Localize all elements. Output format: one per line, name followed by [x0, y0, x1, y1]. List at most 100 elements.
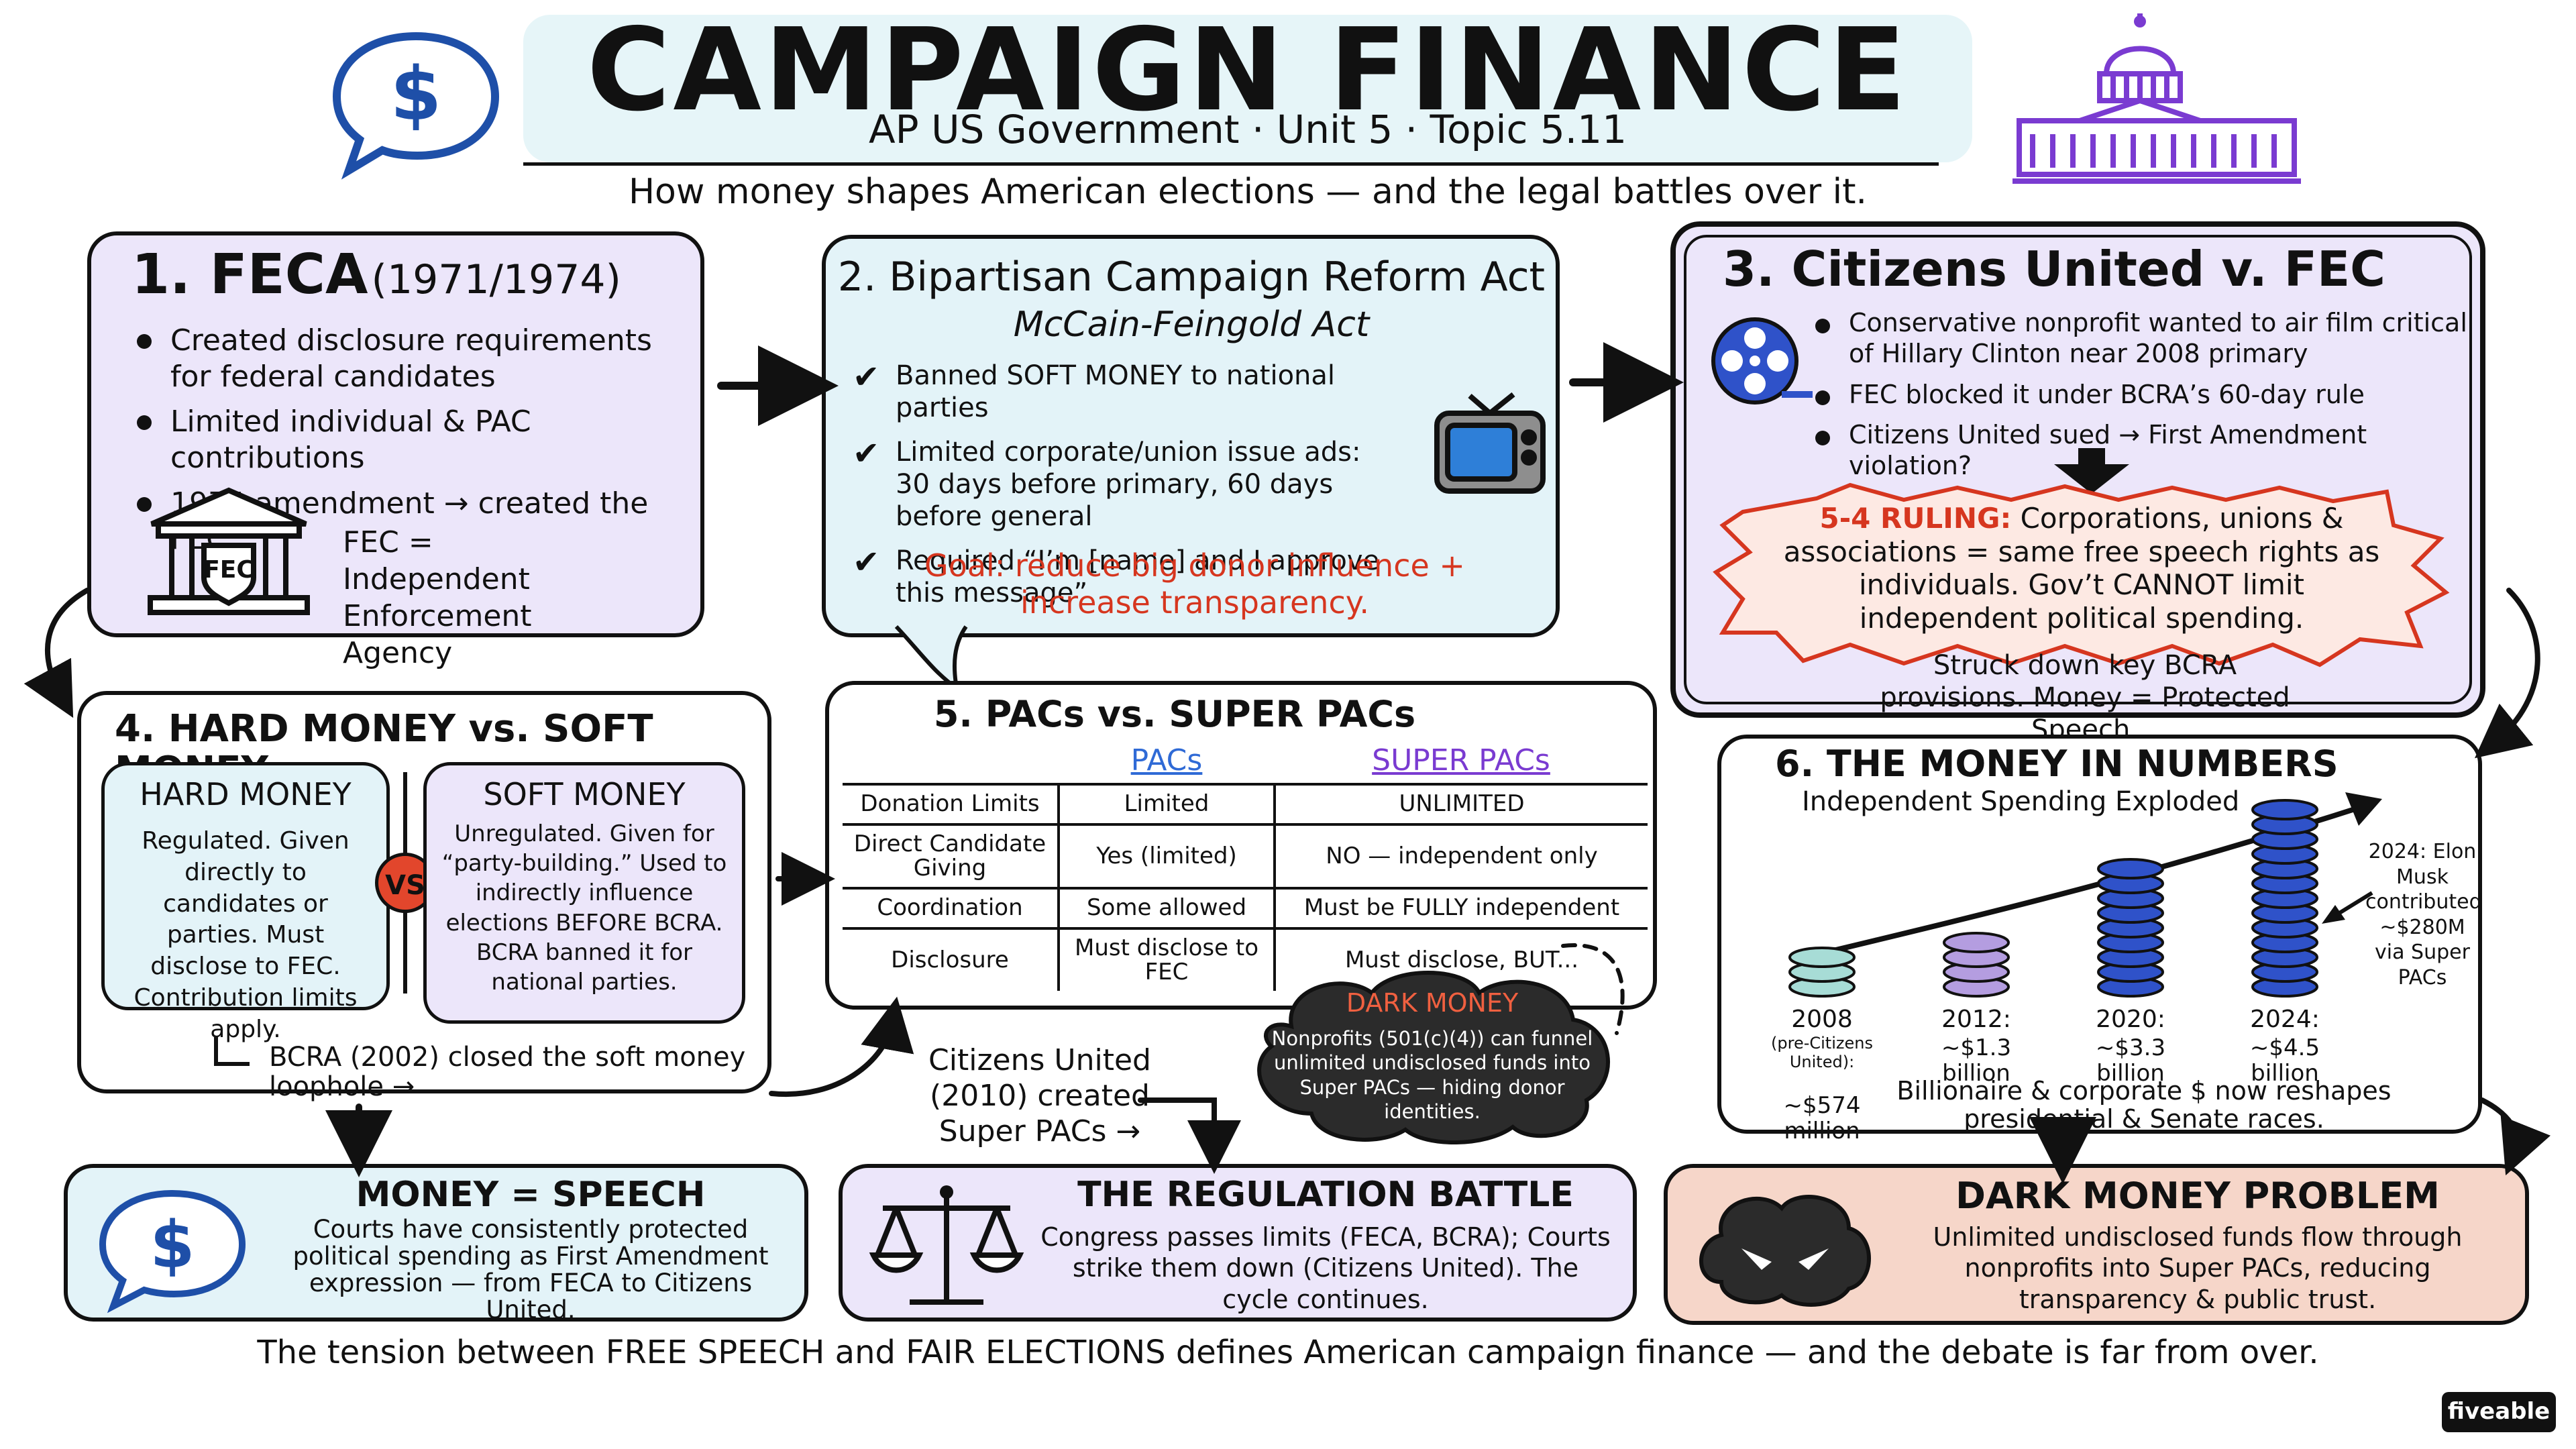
list-item: Limited corporate/union issue ads: 30 da… — [853, 435, 1403, 533]
dark-money-title: DARK MONEY — [1346, 988, 1519, 1018]
bcra-subheading: McCain-Feingold Act — [1013, 305, 1370, 345]
money-speech-card: $ MONEY = SPEECH Courts have consistentl… — [64, 1164, 808, 1324]
row-label: Coordination — [843, 887, 1060, 928]
ruling-arrow — [2051, 448, 2132, 495]
film-reel-icon — [1708, 314, 1815, 421]
feca-card: 1. FECA (1971/1974) Created disclosure r… — [87, 231, 704, 670]
feca-heading-num: 1. FECA — [131, 243, 368, 307]
category-label: 2008 — [1791, 1006, 1853, 1033]
bcra-goal: Goal: reduce big donor influence + incre… — [924, 547, 1465, 621]
feca-heading-years: (1971/1974) — [371, 256, 621, 303]
hard-soft-card: 4. HARD MONEY vs. SOFT MONEY HARD MONEY … — [77, 691, 771, 1102]
citizens-inner-frame — [1684, 235, 2472, 704]
row-label: Disclosure — [843, 926, 1060, 991]
arrow-numbers-to-darkproblem — [2479, 1097, 2551, 1176]
dark-cloud-icon — [1695, 1188, 1876, 1309]
money-chart: 2008(pre-CitizensUnited):~$574million201… — [1771, 792, 2382, 1144]
row-label: Direct Candidate Giving — [843, 822, 1060, 889]
category-note: (pre-Citizens — [1771, 1034, 1873, 1053]
money-speech-text: Courts have consistently protected polit… — [292, 1215, 769, 1324]
dark-money-cloud — [1244, 966, 1620, 1147]
row-label: Donation Limits — [843, 783, 1060, 824]
brand-logo: fiveable — [2442, 1392, 2556, 1432]
regulation-battle-card: THE REGULATION BATTLE Congress passes li… — [839, 1164, 1637, 1322]
page-title: CAMPAIGN FINANCE — [586, 4, 1909, 137]
super-pacs-column-header: SUPER PACs — [1372, 743, 1550, 777]
regulation-battle-text: Congress passes limits (FECA, BCRA); Cou… — [1040, 1222, 1611, 1314]
list-item: Banned SOFT MONEY to national parties — [853, 358, 1403, 424]
hard-soft-footer: BCRA (2002) closed the soft money loopho… — [269, 1042, 746, 1102]
pac-cell: Must disclose to FEC — [1059, 926, 1276, 991]
value-label: ~$574 — [1783, 1092, 1860, 1119]
table-row: Direct Candidate Giving Yes (limited) NO… — [843, 822, 1648, 889]
arrow-feca-to-hardsoft — [23, 588, 90, 718]
super-pac-cell: UNLIMITED — [1275, 783, 1648, 824]
dark-money-text: Nonprofits (501(c)(4)) can funnel unlimi… — [1271, 1027, 1593, 1123]
list-item: Required “I’m [name] and I approve this … — [853, 543, 1403, 609]
table-row: Coordination Some allowed Must be FULLY … — [843, 887, 1648, 928]
bar-coin-stack — [2097, 858, 2164, 998]
pac-cell: Yes (limited) — [1059, 822, 1276, 889]
soft-money-panel: SOFT MONEY Unregulated. Given for “party… — [423, 762, 745, 1024]
dollar-speech-bubble-icon: $ — [329, 27, 503, 180]
list-item: Created disclosure requirements for fede… — [131, 323, 682, 394]
regulation-battle-title: THE REGULATION BATTLE — [1077, 1175, 1574, 1215]
fec-note: FEC = Independent Enforcement Agency — [343, 525, 532, 670]
value-label: ~$1.3 — [1941, 1034, 2011, 1061]
page-tagline: How money shapes American elections — an… — [628, 172, 1868, 212]
hard-soft-footer-hook — [212, 1037, 252, 1071]
television-icon — [1433, 392, 1547, 500]
arrow-disclosure-to-dark — [1561, 943, 1625, 1035]
hard-money-text: Regulated. Given directly to candidates … — [133, 827, 358, 1043]
value-label: billion — [2096, 1060, 2165, 1087]
arrow-loophole-to-pacs — [769, 996, 914, 1097]
ruling-text: 5-4 RULING: Corporations, unions & assoc… — [1783, 502, 2380, 635]
value-label: billion — [1942, 1060, 2010, 1087]
dark-money-problem-text: Unlimited undisclosed funds flow through… — [1933, 1222, 2463, 1314]
scales-of-justice-icon — [869, 1181, 1024, 1316]
bar-coin-stack — [1788, 947, 1856, 998]
hard-money-panel: HARD MONEY Regulated. Given directly to … — [101, 762, 390, 1043]
numbers-footer: Billionaire & corporate $ now reshapes p… — [1896, 1076, 2392, 1134]
bar-coin-stack — [1943, 932, 2010, 998]
conclusion-text: The tension between FREE SPEECH and FAIR… — [257, 1334, 2319, 1371]
ruling-label: 5-4 RULING: — [1819, 502, 2012, 535]
svg-text:$: $ — [150, 1208, 195, 1283]
value-label: million — [1784, 1118, 1860, 1144]
dollar-speech-bubble-icon: $ — [95, 1187, 249, 1313]
pacs-table-wrap: PACs SUPER PACs Donation Limits Limited … — [843, 739, 1648, 991]
svg-text:$: $ — [390, 51, 442, 137]
title-banner — [523, 15, 1972, 162]
pac-cell: Some allowed — [1059, 887, 1276, 928]
citizens-united-card: 3. Citizens United v. FEC Conservative n… — [1670, 221, 2485, 745]
bar-coin-stack — [2251, 799, 2318, 998]
category-label: 2024: — [2250, 1006, 2320, 1033]
citizens-united-note: Citizens United (2010) created Super PAC… — [928, 1043, 1151, 1148]
value-label: ~$4.5 — [2250, 1034, 2320, 1061]
soft-money-title: SOFT MONEY — [483, 776, 686, 812]
soft-money-text: Unregulated. Given for “party-building.”… — [441, 820, 727, 996]
courthouse-icon: FEC — [145, 484, 313, 618]
pac-cell: Limited — [1059, 783, 1276, 824]
bcra-checklist: Banned SOFT MONEY to national parties Li… — [853, 358, 1403, 621]
pacs-table: PACs SUPER PACs Donation Limits Limited … — [843, 739, 1648, 991]
numbers-heading: 6. THE MONEY IN NUMBERS — [1775, 743, 2339, 785]
citizens-bullets: Conservative nonprofit wanted to air fil… — [1810, 307, 2467, 491]
bcra-card: 2. Bipartisan Campaign Reform Act McCain… — [822, 235, 1560, 637]
numbers-subheading: Independent Spending Exploded — [1802, 786, 2240, 817]
subtitle-underline — [523, 162, 1939, 166]
money-numbers-card: 6. THE MONEY IN NUMBERS Independent Spen… — [1717, 735, 2482, 1144]
value-label: billion — [2251, 1060, 2319, 1087]
bcra-heading: 2. Bipartisan Campaign Reform Act — [837, 254, 1546, 301]
ruling-body: Corporations, unions & associations = sa… — [1783, 502, 2380, 635]
page-subtitle: AP US Government · Unit 5 · Topic 5.11 — [869, 107, 1627, 152]
hard-money-title: HARD MONEY — [140, 776, 352, 812]
super-pac-cell: Must disclose, BUT... — [1275, 926, 1648, 991]
pacs-column-header: PACs — [1130, 743, 1203, 777]
value-label: ~$3.3 — [2096, 1034, 2165, 1061]
money-speech-title: MONEY = SPEECH — [356, 1175, 706, 1215]
category-label: 2012: — [1941, 1006, 2011, 1033]
arrow-citizens-note-to-battle — [1138, 1097, 1241, 1174]
capitol-building-icon — [2006, 7, 2308, 188]
musk-annotation: 2024: Elon Musk contributed ~$280M via S… — [2365, 840, 2482, 989]
